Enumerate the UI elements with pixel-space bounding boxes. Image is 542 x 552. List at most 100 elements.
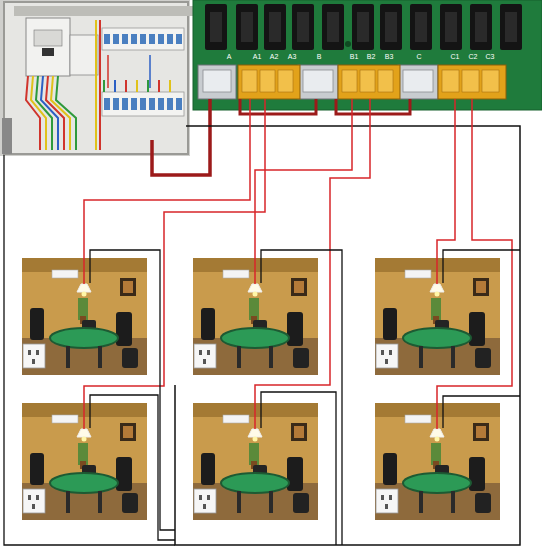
breaker-switch — [176, 98, 182, 110]
terminal-label: B1 — [350, 53, 359, 61]
breaker-switch — [167, 34, 173, 44]
terminal-label: B2 — [367, 53, 376, 61]
relay-face — [415, 12, 427, 42]
breaker-switch — [122, 98, 128, 110]
panel-wire — [51, 76, 70, 150]
relay — [380, 4, 402, 50]
outlet-slot — [199, 350, 202, 355]
panel-wire — [125, 80, 127, 92]
panel-wire — [36, 76, 52, 150]
common-terminal — [198, 65, 236, 99]
chair — [469, 457, 485, 491]
chair — [475, 348, 491, 368]
relay — [470, 4, 492, 50]
panel-background — [0, 0, 190, 156]
lamp-neutral-wire — [443, 250, 520, 283]
table-leg — [419, 491, 423, 513]
outlet-slot — [381, 350, 384, 355]
relay-face — [385, 12, 397, 42]
relay — [236, 4, 258, 50]
relay — [410, 4, 432, 50]
ceiling-lamp — [430, 429, 444, 437]
wall-picture — [473, 278, 489, 296]
wall-outlet — [194, 489, 216, 513]
electrical-panel — [0, 0, 194, 156]
bridge-wire — [240, 99, 316, 114]
air-conditioner — [405, 415, 431, 423]
table-leg — [237, 491, 241, 513]
fuse-holder — [442, 70, 459, 92]
lamp-bulb — [82, 292, 87, 297]
breaker-switch — [149, 98, 155, 110]
panel-wire — [103, 80, 105, 92]
ceiling-lamp — [248, 429, 262, 437]
air-conditioner — [223, 415, 249, 423]
outlet-slot — [381, 495, 384, 500]
fuse-holder — [360, 70, 375, 92]
breaker-switch — [149, 34, 155, 44]
relay-face — [327, 12, 339, 42]
breaker-row — [102, 92, 184, 116]
outlet-wire — [4, 155, 175, 545]
fuse-holder — [342, 70, 357, 92]
lamp-live-wire — [255, 99, 352, 284]
chair — [30, 308, 44, 340]
chair — [293, 493, 309, 513]
terminal-screw — [403, 70, 433, 92]
fuse-holder — [378, 70, 393, 92]
panel-enclosure — [4, 2, 188, 154]
outlet-slot — [389, 350, 392, 355]
wall-picture — [120, 423, 136, 441]
lamp-live-wire — [437, 99, 455, 284]
mahjong-table — [50, 473, 118, 493]
relay — [264, 4, 286, 50]
terminal-label: C2 — [469, 53, 478, 61]
outlet-slot — [389, 495, 392, 500]
fuse-holder — [462, 70, 479, 92]
terminal-board — [193, 0, 542, 110]
wall-picture-canvas — [123, 426, 133, 438]
chair — [383, 453, 397, 485]
wall-outlet — [376, 344, 398, 368]
wall-picture — [473, 423, 489, 441]
outlet-slot — [207, 495, 210, 500]
breaker-switch — [176, 34, 182, 44]
wall-picture — [291, 278, 307, 296]
breaker-switch — [140, 34, 146, 44]
wall-picture — [291, 423, 307, 441]
fuse-holder — [278, 70, 293, 92]
breaker-switch — [131, 98, 137, 110]
lamp-bulb — [435, 437, 440, 442]
terminal-label: B3 — [385, 53, 394, 61]
relay-face — [241, 12, 253, 42]
outlet-slot — [203, 504, 206, 509]
air-conditioner — [52, 270, 78, 278]
outlet-slot — [203, 359, 206, 364]
relay-face — [269, 12, 281, 42]
panel-wire — [99, 20, 101, 150]
wall-outlet — [194, 344, 216, 368]
lamp-bulb — [82, 437, 87, 442]
panel-wire — [31, 76, 46, 150]
relay-face — [445, 12, 457, 42]
table-leg — [66, 491, 70, 513]
outlet-slot — [199, 495, 202, 500]
fuse-holder — [242, 70, 257, 92]
terminal-screw — [303, 70, 333, 92]
fuse-terminal — [338, 65, 400, 99]
chair — [30, 453, 44, 485]
panel-wire — [136, 80, 138, 92]
chair — [287, 457, 303, 491]
breaker-row — [102, 28, 184, 50]
terminal-label: C3 — [486, 53, 495, 61]
outlet-slot — [36, 495, 39, 500]
panel-wire — [158, 80, 160, 92]
outlet-slot — [32, 504, 35, 509]
mahjong-table — [50, 328, 118, 348]
table-leg — [269, 491, 273, 513]
lamp-live-wire — [84, 99, 265, 429]
outlet-slot — [207, 350, 210, 355]
chair — [122, 493, 138, 513]
